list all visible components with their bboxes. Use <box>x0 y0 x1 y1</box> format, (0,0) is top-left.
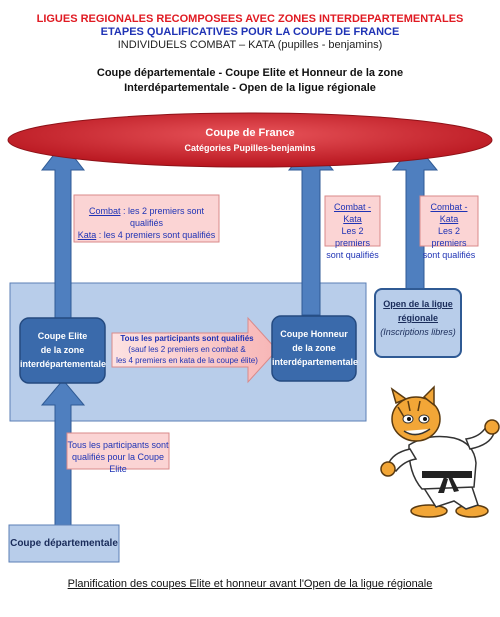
dept-box <box>8 524 120 563</box>
honneur-line-2: de la zone <box>292 343 336 353</box>
elite-honneur-line-3: les 4 premiers en kata de la coupe élite… <box>116 356 258 365</box>
judoka-mascot-icon <box>380 385 500 518</box>
open-line-1: Open de la ligue <box>383 299 453 309</box>
dept-elite-line-2: qualifiés pour la Coupe Elite <box>71 452 165 474</box>
elite-line-1: Coupe Elite <box>37 331 88 341</box>
dept-box-label: Coupe départementale <box>10 538 118 549</box>
elite-box <box>19 317 106 384</box>
honneur-line-3: interdépartementale <box>272 357 359 367</box>
note-elite-to-france: Combat : les 2 premiers sont qualifiés K… <box>74 205 219 241</box>
elite-line-3: interdépartementale <box>20 359 107 369</box>
arrow-elite-to-honneur <box>111 316 278 384</box>
elite-honneur-line-2: (sauf les 2 premiers en combat & <box>128 345 246 354</box>
open-note-line-3: sont qualifiés <box>422 250 476 260</box>
header-line-2: ETAPES QUALIFICATIVES POUR LA COUPE DE F… <box>100 26 400 38</box>
diagram-subtitle: Coupe départementale - Coupe Elite et Ho… <box>0 66 500 96</box>
open-note-line-2: Les 2 premiers <box>431 226 467 248</box>
header-line-3: INDIVIDUELS COMBAT – KATA (pupilles - be… <box>117 39 383 51</box>
note-open-bg <box>419 195 479 247</box>
combat-text: : les 2 premiers sont qualifiés <box>120 206 205 228</box>
coupe-de-france-subtitle: Catégories Pupilles-benjamins <box>184 143 316 153</box>
open-line-3: (Inscriptions libres) <box>380 327 456 337</box>
note-dept-to-elite: Tous les participants sont qualifiés pou… <box>67 439 169 475</box>
note-honneur-bg <box>324 195 381 247</box>
note-honneur-to-france: Combat - Kata Les 2 premiers sont qualif… <box>325 201 380 261</box>
note-open-to-france: Combat - Kata Les 2 premiers sont qualif… <box>420 201 478 261</box>
arrow-dept-to-elite <box>40 379 86 526</box>
kata-label: Kata <box>77 230 97 240</box>
note-elite-to-honneur: Tous les participants sont qualifiés (sa… <box>112 333 262 366</box>
subtitle-line-2: Interdépartementale - Open de la ligue r… <box>124 82 376 94</box>
header-line-1: LIGUES REGIONALES RECOMPOSEES AVEC ZONES… <box>36 13 464 25</box>
note-elite-bg <box>73 194 220 243</box>
note-dept-bg <box>66 432 170 470</box>
coupe-de-france-ellipse <box>7 112 493 168</box>
open-note-label: Combat - Kata <box>430 202 468 224</box>
honneur-line-1: Coupe Honneur <box>280 329 348 339</box>
honneur-note-line-2: Les 2 premiers <box>334 226 370 248</box>
honneur-note-line-3: sont qualifiés <box>326 250 379 260</box>
open-box-label: Open de la ligue régionale (Inscriptions… <box>375 297 461 339</box>
honneur-box-label: Coupe Honneur de la zone interdépartemen… <box>272 327 359 369</box>
open-line-2: régionale <box>397 313 438 323</box>
honneur-note-label: Combat - Kata <box>333 202 371 224</box>
dept-elite-line-1: Tous les participants sont <box>67 440 169 450</box>
elite-honneur-line-1: Tous les participants sont qualifiés <box>120 334 254 343</box>
coupe-de-france-title: Coupe de France <box>205 127 295 139</box>
kata-text: : les 4 premiers sont qualifiés <box>96 230 216 240</box>
open-box <box>374 288 462 358</box>
combat-label: Combat <box>88 206 121 216</box>
diagram-caption: Planification des coupes Elite et honneu… <box>67 578 433 590</box>
elite-line-2: de la zone <box>40 345 85 355</box>
elite-box-label: Coupe Elite de la zone interdépartementa… <box>20 329 107 371</box>
subtitle-line-1: Coupe départementale - Coupe Elite et Ho… <box>96 67 404 79</box>
honneur-box <box>271 315 357 382</box>
